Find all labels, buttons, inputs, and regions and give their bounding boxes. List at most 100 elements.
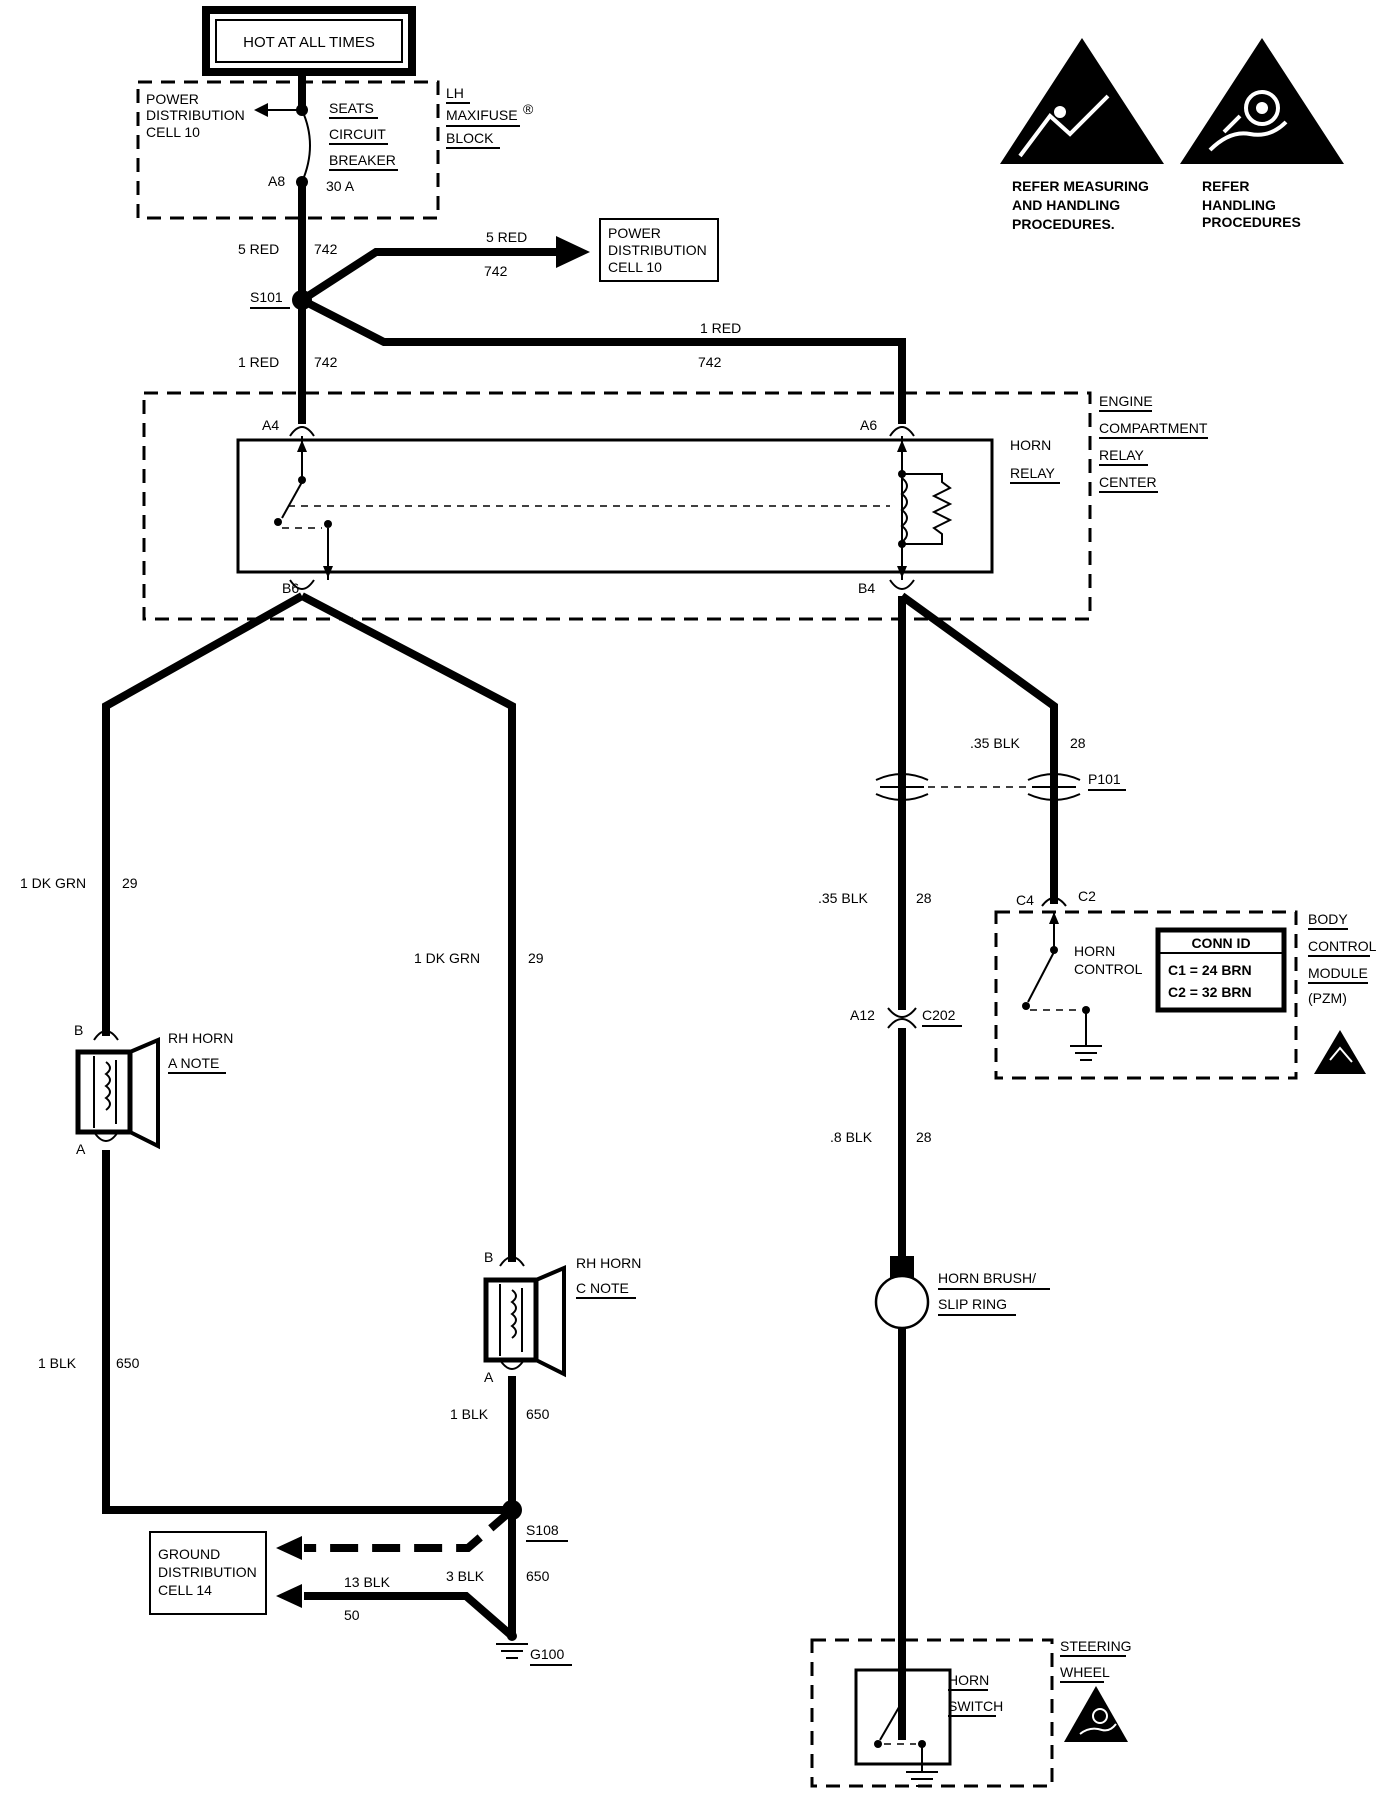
breaker-label-3: BREAKER: [329, 152, 396, 168]
w28-low-num: 28: [916, 1129, 932, 1145]
brush-label-2: SLIP RING: [938, 1296, 1007, 1312]
w29-left-num: 29: [122, 875, 138, 891]
esd-warning-large: REFER MEASURING AND HANDLING PROCEDURES.: [1000, 38, 1164, 232]
diagram-label: COMPARTMENT: [1099, 420, 1208, 436]
w742-right-gauge: 1 RED: [700, 320, 741, 336]
w742-top-gauge: 5 RED: [238, 241, 279, 257]
maxifuse-pdc-3: CELL 10: [146, 124, 200, 140]
diagram-label: HORN: [1010, 437, 1051, 453]
connector-p101: [875, 773, 1081, 801]
diagram-label: A: [76, 1141, 86, 1157]
splice-s101-label: S101: [250, 289, 283, 305]
w29-right-gauge: 1 DK GRN: [414, 950, 480, 966]
diagram-label: B: [74, 1022, 83, 1038]
rh-horn-a-note: B A RH HORN A NOTE: [74, 1022, 233, 1157]
conn-id-box: [1155, 927, 1287, 1013]
diagram-label: B4: [858, 580, 875, 596]
maxifuse-pdc-2: DISTRIBUTION: [146, 107, 245, 123]
body-control-module: BODY CONTROL MODULE (PZM) C4 C2 HORN CON…: [994, 888, 1376, 1080]
diagram-label: POWER: [608, 225, 661, 241]
w742-right-num: 742: [698, 354, 722, 370]
ground-g100-icon: [496, 1631, 528, 1659]
diagram-label: C1 = 24 BRN: [1168, 962, 1252, 978]
airbag-warning-large: REFER HANDLING PROCEDURES: [1180, 38, 1344, 230]
horn-a-speaker-icon: [129, 1036, 160, 1150]
breaker-terminal: A8: [268, 173, 285, 189]
w29-left-gauge: 1 DK GRN: [20, 875, 86, 891]
horn-c-speaker-icon: [535, 1264, 566, 1378]
w50-gauge: 13 BLK: [344, 1574, 391, 1590]
w29-right-num: 29: [528, 950, 544, 966]
diagram-label: DISTRIBUTION: [158, 1564, 257, 1580]
diagram-label: CONTROL: [1074, 961, 1143, 977]
diagram-label: REFER MEASURING: [1012, 178, 1149, 194]
lh-maxifuse-block: LH MAXIFUSE ® BLOCK POWER DISTRIBUTION C…: [136, 72, 534, 220]
esd-warning-large-icon: [1000, 38, 1164, 164]
breaker-label-1: SEATS: [329, 100, 374, 116]
ground-distribution-cell-box: GROUND DISTRIBUTION CELL 14: [149, 1531, 267, 1615]
w650-ground-num: 650: [526, 1568, 550, 1584]
maxifuse-title-2: MAXIFUSE: [446, 107, 518, 123]
diagram-label: WHEEL: [1060, 1664, 1110, 1680]
esd-warning-icon: [1314, 1030, 1366, 1074]
diagram-label: A: [484, 1369, 494, 1385]
diagram-label: RH HORN: [576, 1255, 641, 1271]
circuit-breaker-icon: [301, 109, 311, 183]
w650-right-num: 650: [526, 1406, 550, 1422]
w742-branch-gauge: 5 RED: [486, 229, 527, 245]
hot-label: HOT AT ALL TIMES: [243, 34, 375, 51]
hot-at-all-times-box: HOT AT ALL TIMES: [202, 6, 416, 76]
airbag-warning-large-icon: [1180, 38, 1344, 164]
w650-ground-gauge: 3 BLK: [446, 1568, 485, 1584]
diagram-label: STEERING: [1060, 1638, 1132, 1654]
relay-coil-icon: [900, 477, 908, 543]
w28-bcm-num: 28: [1070, 735, 1086, 751]
diagram-label: GROUND: [158, 1546, 220, 1562]
diagram-label: MODULE: [1308, 965, 1368, 981]
diagram-label: RELAY: [1010, 465, 1056, 481]
diagram-label: HORN: [948, 1672, 989, 1688]
arrow-right-icon: [556, 236, 590, 268]
diagram-label: A6: [860, 417, 877, 433]
ground-g100-label: G100: [530, 1646, 564, 1662]
w28-bcm-gauge: .35 BLK: [970, 735, 1020, 751]
slip-ring-icon: [874, 1274, 930, 1330]
breaker-label-2: CIRCUIT: [329, 126, 386, 142]
engine-compartment-relay-center: ENGINE COMPARTMENT RELAY CENTER HORN REL…: [142, 391, 1208, 621]
diagram-label: AND HANDLING: [1012, 197, 1120, 213]
w742-left-num: 742: [314, 354, 338, 370]
diagram-label: BODY: [1308, 911, 1348, 927]
arrow-left-icon: [254, 103, 268, 117]
diagram-label: DISTRIBUTION: [608, 242, 707, 258]
diagram-label: HANDLING: [1202, 197, 1276, 213]
airbag-warning-small-icon: [1064, 1686, 1128, 1742]
power-distribution-cell-box: POWER DISTRIBUTION CELL 10: [599, 218, 719, 282]
w50-num: 50: [344, 1607, 360, 1623]
relay-resistor-icon: [902, 473, 953, 545]
splice-s108-label: S108: [526, 1522, 559, 1538]
maxifuse-title-3: BLOCK: [446, 130, 494, 146]
diagram-label: (PZM): [1308, 990, 1347, 1006]
breaker-rating: 30 A: [326, 178, 355, 194]
diagram-label: CENTER: [1099, 474, 1157, 490]
diagram-label: CELL 10: [608, 259, 662, 275]
diagram-label: RELAY: [1099, 447, 1145, 463]
diagram-label: PROCEDURES.: [1012, 216, 1115, 232]
diagram-label: C4: [1016, 892, 1034, 908]
bcm-switch-arm: [1027, 951, 1055, 1003]
w650-right-gauge: 1 BLK: [450, 1406, 489, 1422]
w742-top-num: 742: [314, 241, 338, 257]
maxifuse-title-1: LH: [446, 85, 464, 101]
diagram-label: C2: [1078, 888, 1096, 904]
diagram-label: A NOTE: [168, 1055, 219, 1071]
diagram-label: REFER: [1202, 178, 1249, 194]
connector-p101-label: P101: [1088, 771, 1121, 787]
maxifuse-pdc-1: POWER: [146, 91, 199, 107]
connector-c202-label: C202: [922, 1007, 956, 1023]
diagram-label: A4: [262, 417, 279, 433]
diagram-label: CELL 14: [158, 1582, 212, 1598]
w650-left-num: 650: [116, 1355, 140, 1371]
w742-left-gauge: 1 RED: [238, 354, 279, 370]
diagram-label: CONTROL: [1308, 938, 1376, 954]
